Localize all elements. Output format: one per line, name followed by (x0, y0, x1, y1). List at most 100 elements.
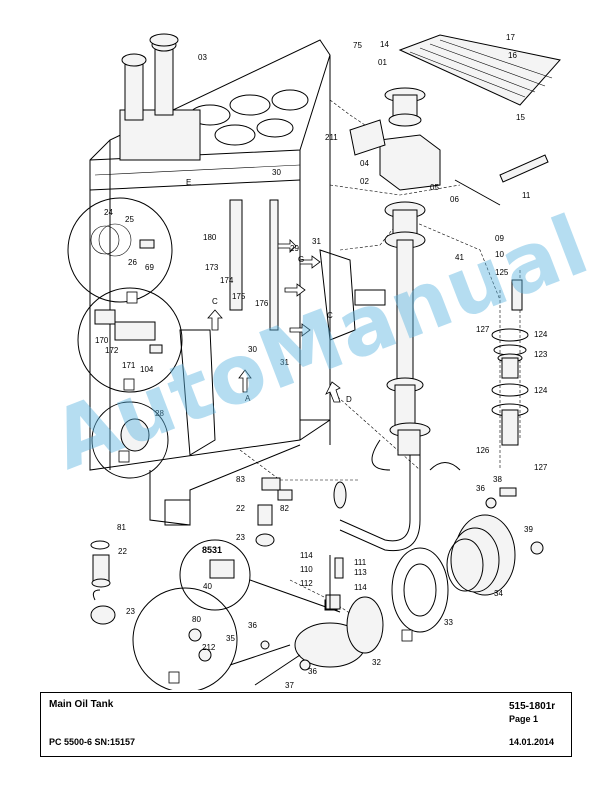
callout: 212 (202, 643, 216, 652)
callout: 211 (325, 133, 338, 142)
expansion-joint (391, 514, 516, 633)
callout: 35 (226, 634, 235, 643)
callout: 124 (534, 330, 548, 339)
callout: 172 (105, 346, 119, 355)
callout: 113 (354, 568, 367, 577)
callout: 01 (378, 58, 387, 67)
coupling-mid (255, 477, 293, 547)
washer-36 (485, 497, 497, 509)
callout: 37 (285, 681, 294, 690)
callout: C (327, 311, 333, 320)
callout: 83 (236, 475, 245, 484)
callout: 23 (126, 607, 135, 616)
detail-circle-8531 (179, 539, 251, 611)
screen-holes (409, 39, 553, 98)
level-gauge (229, 199, 243, 311)
callout-labels: 03 75 14 17 16 01 15 211 04 02 05 06 11 … (95, 33, 548, 690)
callout: C (212, 297, 218, 306)
callout: 25 (125, 215, 134, 224)
coupling-left (90, 540, 116, 625)
page-number: Page 1 (509, 714, 539, 724)
callout: 31 (280, 358, 289, 367)
print-date: 14.01.2014 (509, 737, 555, 747)
callout: 33 (444, 618, 453, 627)
callout: 30 (248, 345, 257, 354)
detail-circle-c (67, 197, 173, 303)
arrow-markers (207, 239, 341, 403)
callout: 111 (354, 558, 367, 567)
callout: 38 (493, 475, 502, 484)
callout: 24 (104, 208, 113, 217)
nameplate-mount (325, 555, 344, 610)
callout: 05 (430, 183, 439, 192)
callout: 22 (236, 504, 245, 513)
callout: 04 (360, 159, 369, 168)
drawing-title: Main Oil Tank (49, 699, 114, 710)
callout: E (186, 178, 191, 187)
breather-filter (384, 87, 426, 127)
callout: 110 (300, 565, 313, 574)
callout: 170 (95, 336, 109, 345)
suction-pipe (333, 201, 431, 552)
callout: 26 (128, 258, 137, 267)
parts-diagram: 03 75 14 17 16 01 15 211 04 02 05 06 11 … (67, 33, 561, 690)
callout: 03 (198, 53, 207, 62)
callout: 02 (360, 177, 369, 186)
callout: 16 (508, 51, 517, 60)
callout: 82 (280, 504, 289, 513)
section-boxes (118, 291, 413, 684)
callout: 81 (117, 523, 126, 532)
callout: 28 (155, 409, 164, 418)
callout: 36 (308, 667, 317, 676)
washer (260, 640, 270, 650)
callout: 30 (272, 168, 281, 177)
detail-circle-e (132, 587, 238, 690)
callout: 173 (205, 263, 219, 272)
callout: 174 (220, 276, 234, 285)
callout: 36 (476, 484, 485, 493)
gasket-04 (349, 119, 386, 156)
detail-circle-a (91, 401, 169, 479)
callout: 127 (476, 325, 490, 334)
flange-housing (379, 134, 441, 191)
flange-stack (491, 328, 529, 446)
clamp (429, 462, 461, 471)
callout: 41 (455, 253, 464, 262)
sight-tube (269, 199, 279, 331)
callout: 126 (476, 446, 490, 455)
callout: 14 (380, 40, 389, 49)
callout: 104 (140, 365, 154, 374)
callout: D (346, 395, 352, 404)
rod-06 (454, 179, 501, 206)
callout: 40 (203, 582, 212, 591)
callout: 09 (495, 234, 504, 243)
callout: 124 (534, 386, 548, 395)
doc-number: 515-1801r (509, 701, 556, 712)
callout: 180 (203, 233, 217, 242)
callout: 114 (354, 583, 367, 592)
callout: 11 (522, 191, 531, 200)
detail-circle-g (77, 287, 183, 393)
strip-11 (499, 154, 549, 183)
callout: A (245, 394, 251, 403)
callout: 8531 (202, 545, 222, 555)
callout: 10 (495, 250, 504, 259)
callout: 36 (248, 621, 257, 630)
bolt-35 (229, 644, 291, 666)
callout: 75 (353, 41, 362, 50)
callout: 23 (236, 533, 245, 542)
valve (294, 596, 384, 668)
callout: 22 (118, 547, 127, 556)
callout: 127 (534, 463, 548, 472)
bolt-37 (254, 654, 301, 686)
callout: 80 (192, 615, 201, 624)
callout: 171 (122, 361, 136, 370)
pipe-125 (511, 279, 523, 311)
callout: 112 (300, 579, 313, 588)
washer (299, 659, 311, 671)
callout: G (298, 255, 304, 264)
main-tank (89, 33, 386, 526)
model-serial: PC 5500-6 SN:15157 (49, 737, 136, 747)
title-block: Main Oil Tank 515-1801r Page 1 PC 5500-6… (40, 692, 572, 757)
callout: 39 (524, 525, 533, 534)
